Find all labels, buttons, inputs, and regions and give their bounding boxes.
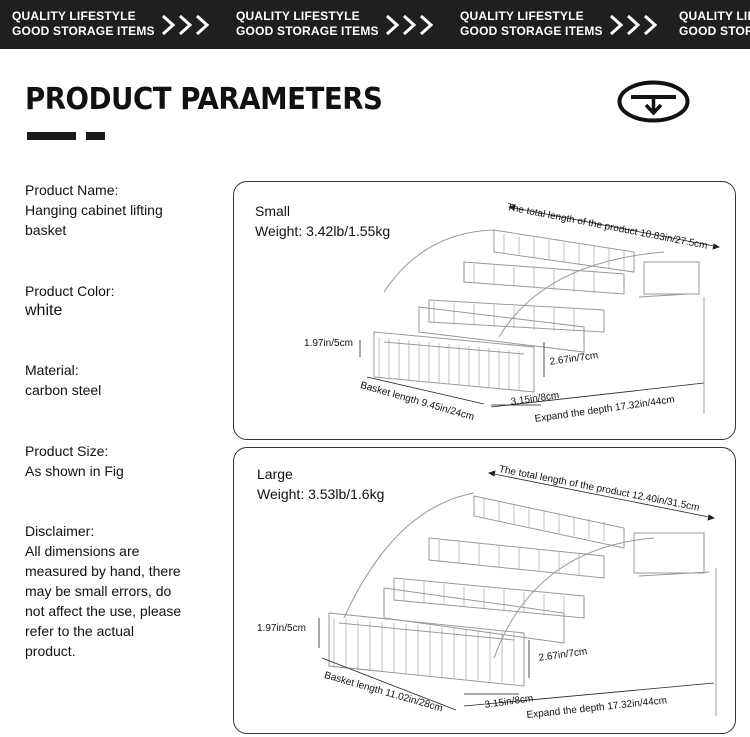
large-size-panel: Large Weight: 3.53lb/1.6kg — [233, 447, 736, 734]
spec-disclaimer: Disclaimer: All dimensions are measured … — [25, 523, 182, 659]
circle-down-arrow-icon — [617, 80, 690, 123]
spec-product-name: Product Name: Hanging cabinet lifting ba… — [25, 182, 163, 238]
spec-material: Material: carbon steel — [25, 362, 102, 398]
small-size-panel: Small Weight: 3.42lb/1.55kg — [233, 181, 736, 440]
chevrons-icon — [385, 14, 434, 36]
spec-product-size: Product Size: As shown in Fig — [25, 443, 124, 479]
chevrons-icon — [609, 14, 658, 36]
chevrons-icon — [161, 14, 210, 36]
title-underline-short — [86, 132, 105, 140]
small-rack-illustration — [359, 204, 720, 414]
large-size-label: Large Weight: 3.53lb/1.6kg — [257, 466, 385, 502]
large-height: 1.97in/5cm — [257, 623, 306, 634]
title-underline-long — [27, 132, 76, 140]
spec-product-color: Product Color: white — [25, 283, 115, 319]
large-rack-illustration — [318, 470, 717, 716]
page-title: PRODUCT PARAMETERS — [25, 82, 383, 117]
small-height: 1.97in/5cm — [304, 338, 353, 349]
small-size-label: Small Weight: 3.42lb/1.55kg — [255, 203, 391, 239]
